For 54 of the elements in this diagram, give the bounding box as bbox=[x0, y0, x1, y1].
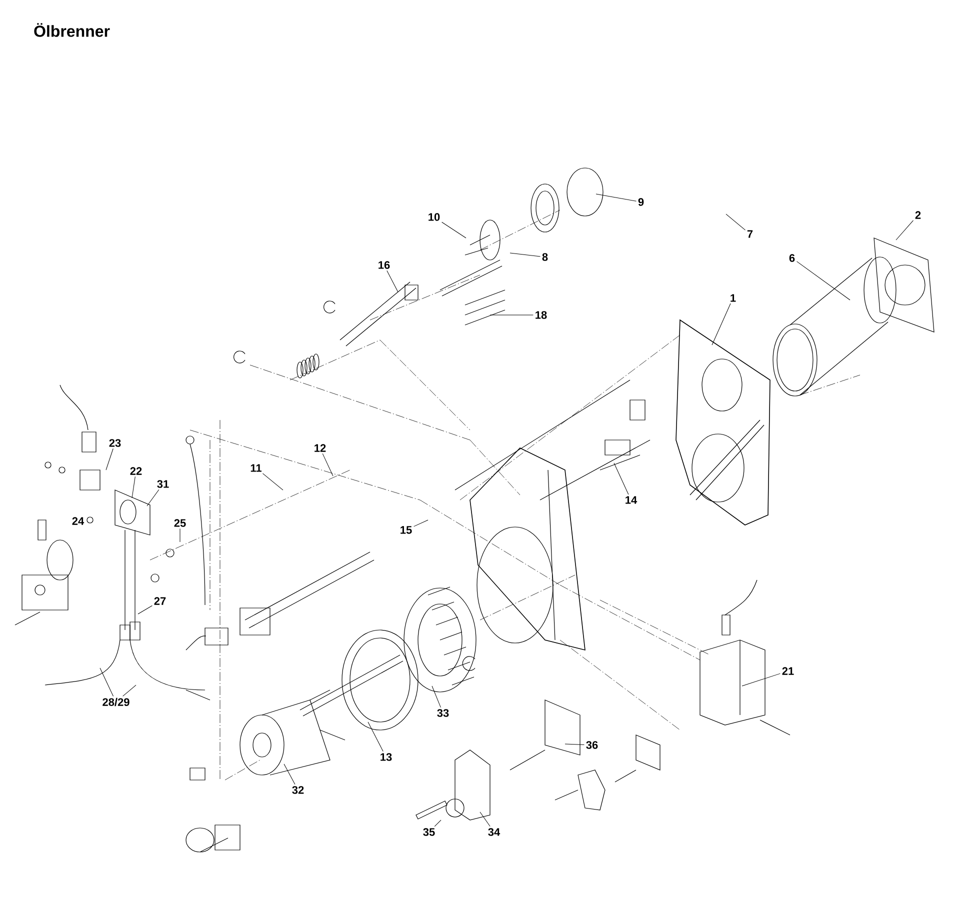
leader-line bbox=[122, 684, 136, 696]
callout-number: 21 bbox=[782, 667, 794, 675]
leader-line bbox=[132, 476, 136, 498]
callout-number: 15 bbox=[400, 526, 412, 534]
leader-line bbox=[262, 473, 284, 490]
callout-number: 10 bbox=[428, 213, 440, 221]
callout-number: 11 bbox=[250, 464, 262, 472]
leader-line bbox=[146, 489, 160, 506]
callout-number: 23 bbox=[109, 439, 121, 447]
leader-line bbox=[712, 303, 731, 346]
callout-number: 6 bbox=[789, 254, 795, 262]
callout-number: 24 bbox=[72, 517, 84, 525]
callout-number: 34 bbox=[488, 828, 500, 836]
callout-number: 28/29 bbox=[102, 698, 130, 706]
callout-number: 7 bbox=[747, 230, 753, 238]
leader-line bbox=[386, 270, 398, 292]
leader-line bbox=[284, 764, 296, 785]
leader-line bbox=[106, 448, 114, 470]
leader-line bbox=[742, 673, 780, 686]
leader-line bbox=[726, 214, 746, 230]
leader-line bbox=[368, 722, 384, 752]
callout-number: 1 bbox=[730, 294, 736, 302]
leader-line bbox=[480, 812, 490, 827]
callout-number: 16 bbox=[378, 261, 390, 269]
callout-number: 2 bbox=[915, 211, 921, 219]
leader-line bbox=[414, 520, 428, 527]
leader-line bbox=[138, 605, 152, 614]
leader-line bbox=[596, 194, 636, 202]
leader-line bbox=[434, 820, 442, 827]
callout-number: 31 bbox=[157, 480, 169, 488]
callout-number: 25 bbox=[174, 519, 186, 527]
callout-number: 35 bbox=[423, 828, 435, 836]
leader-line bbox=[796, 261, 850, 300]
callout-number: 36 bbox=[586, 741, 598, 749]
callout-number: 14 bbox=[626, 496, 638, 504]
leader-line bbox=[510, 252, 540, 257]
title: Ölbrenner bbox=[34, 23, 110, 37]
leader-line bbox=[432, 686, 441, 708]
callout-number: 18 bbox=[536, 311, 547, 319]
callout-number: 8 bbox=[542, 253, 548, 261]
leader-line bbox=[564, 744, 584, 745]
callout-number: 33 bbox=[437, 709, 449, 717]
callout-number: 13 bbox=[380, 753, 392, 761]
callout-number: 12 bbox=[314, 444, 326, 452]
leader-line bbox=[442, 222, 466, 238]
callout-number: 22 bbox=[130, 467, 142, 475]
leader-line bbox=[100, 668, 114, 696]
leader-line bbox=[490, 314, 534, 316]
callout-number: 9 bbox=[638, 198, 644, 206]
leader-line bbox=[896, 220, 914, 240]
callout-number: 27 bbox=[154, 597, 166, 605]
leader-line bbox=[614, 462, 629, 495]
callout-number: 32 bbox=[292, 786, 304, 794]
leader-line bbox=[322, 453, 334, 476]
